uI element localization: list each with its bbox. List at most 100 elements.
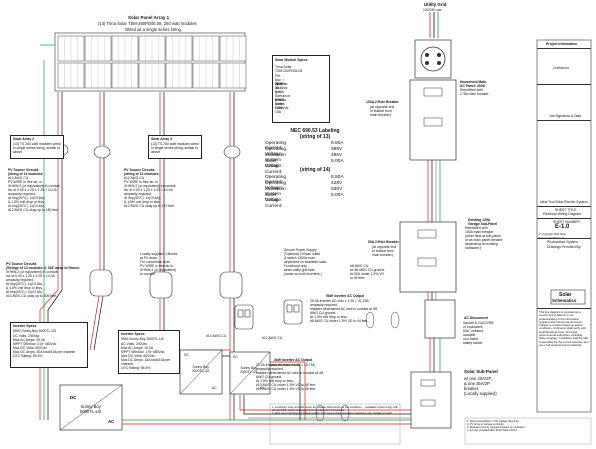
module-spec-line: Series Fuse: 15A [275,102,285,114]
nec-label: Operating Voltage: [265,181,287,192]
tb-project-info: Project Information [546,42,578,46]
inverter-a-dc: DC [184,353,189,357]
sub-panel-body: w/ one 20A/2P, & one 35A/2P breaker, (Lo… [464,376,497,396]
utility-meter-group [409,12,457,161]
inv3kw-title: 3kW Inverter AC Output [274,358,313,362]
tb-sheet-no: E-1.0 [555,224,570,230]
nec-value: 428V [331,181,343,186]
inverter-c-ac: AC [108,419,115,424]
module-spec-line: Max Volts: 1000Vdc [275,98,289,110]
array3-body: (13) TS 260 watt modules wired in single… [151,142,199,154]
module-make: Trina Solar [275,65,292,69]
nec-label: Operating Current: [265,175,287,186]
pv-source1-title: PV Source Circuits (string of 14 modules… [8,168,44,176]
inverter-c-name: Sunny Boy 5000TL-US [80,404,102,414]
garage-panel-body: Retrofitted with 100A main breaker (othe… [465,226,504,250]
inv3kw-body: 15.0A Inverter AC max x 1.25 = 18.75A am… [256,363,324,391]
solar-panel-array [54,32,247,92]
breaker50-body: (at opposite end of busbar from main bre… [372,245,397,257]
logo-top: Solar [559,292,572,298]
module-spec-line: Voc: = 38.2Vdc [275,78,288,86]
title-block-frame [536,39,592,413]
secure-power-note: Secure Power Supply (Optional) 120vac ou… [284,248,328,276]
pv-source3-body: XHHW-2 (or equivalent) in conduit. Isc o… [6,270,59,298]
footer-note-left: 1. Conductor sizes provided herein are i… [272,406,398,416]
garage-subpanel-shape [399,221,457,293]
ac-disconnect-shape [410,299,456,429]
ac-disconnect-title: AC Disconnect [464,316,489,320]
module-specs-box: Solar Module Specs: Trina Solar TSM-260P… [272,55,330,123]
inverter1-spec-box: Inverter Specs 5000 Sunny Boy 5000TL-US … [10,322,88,368]
inverter2-spec-box: Inverter Specs: SMA Sunny Boy 3000TL-US … [118,330,180,374]
nec-label: Maximum System Voltage: [265,187,286,203]
nec-value: 530V [331,187,343,192]
footer-note-right: 1. Recommendations 1.5% voltage drop fro… [467,420,526,433]
module-spec-line: Ipm: = 8.50A [275,90,284,102]
inverter-b-name: Sunny Boy 3000TL-US [240,366,258,374]
array1-line3: Wired as a single series string. [125,27,183,32]
array3-box: Solar Array 3 (13) TS 260 watt modules w… [148,135,202,159]
awg12-label: #12 AWG CU [262,336,283,340]
awg8-note: #8 AWG CU w/ #8 AWG CU ground. At 50A un… [350,264,386,280]
footer-note-box-left [269,403,401,445]
nec13-title: NEC 690.53 Labeling (string of 13) [290,128,340,140]
tb-sheet-no-label: SHEET NUMBER [553,220,580,224]
module-spec-line: Pm: = 260W [275,74,284,86]
utility-grid-title: Utility Grid [424,2,447,7]
inverter2-body: AC Volts: 240Vac Max AC Amps: 15.0A MPPT… [121,342,171,370]
nec-label: Operating Voltage: [265,147,287,158]
tb-company1: Photovoltaic System [547,240,578,244]
inv5kw-title: 5kW Inverter AC Output [326,294,365,298]
jbox-note: Locally supplied J-Boxes at PV array. Fo… [140,252,178,276]
tb-disclaimer: This line diagram is provided as a servi… [539,310,589,347]
inv5kw-body: 25.0A Inverter AC max x 1.25 = 31.25A am… [310,299,378,323]
ac-disconnect-body: Square D DU222RB or equivalent 60A, unfu… [463,321,494,345]
nec-value: 9.00A [331,159,344,164]
awg14-label: #14 AWG CU [206,334,227,338]
nec-value: 8.50A [331,141,344,146]
nec-label: Short Circuit Current: [265,193,283,209]
tb-designer: Job Signature & Date [549,114,582,118]
pv-source3-title: PV Source Circuits (Strings of 13 module… [6,262,81,270]
tb-company2: Drawings Provided By: [547,245,582,249]
breaker50-title: 50A 2-Pole Breaker [368,240,399,244]
pv-source2-body: #12 AWG CU PV WIRE in free air, or XHHW-… [124,176,177,208]
tb-sheet-title: Ideal Tool Solar Electric System [540,200,588,204]
inverter-a-ac: AC [212,386,217,390]
inverter-a-name: Sunny Boy 3000TL-US [192,365,210,373]
nec-label: Short Circuit Current: [265,159,283,175]
inverter2-model: SMA Sunny Boy 3000TL-US [121,337,164,341]
inverter1-body: DC Volts: 240Vac Max AC Amps: 25.0A MPPT… [13,334,76,358]
inverter-b-ac: AC [260,386,265,390]
nec-value: 398V [331,147,343,152]
array2-box: Solar Array 2 (13) TS 260 watt modules w… [10,135,64,159]
pv-source1-body: #12 AWG CU PV WIRE in free air, or XHHW-… [8,176,61,212]
array1-line2: (14) Trina Solar TSM-260PD05.08, 260 wat… [98,21,197,26]
tb-sheet-label: SHEET TITLE [555,208,577,212]
nec-label: Maximum System Voltage: [265,153,286,169]
main-panel-title: Household Main AC Panel: 200A [460,80,487,88]
outlet-shapes [234,299,303,330]
main-panel-body: Retrofitted with 175A main breaker. [460,88,490,96]
array1-title: Solar Panel Array 1 [128,15,170,20]
module-specs-title: Solar Module Specs: [275,58,309,62]
array2-title: Solar Array 2 [13,137,34,141]
module-spec-line: Vpm: = 30.6Vdc [275,82,288,90]
nec-value: 8.50A [331,175,344,180]
sub-panel-title: Solar Sub-Panel [464,369,498,374]
module-spec-line: Tolerance: 0~/+3w [275,94,291,102]
inverter-c-dc: DC [70,395,77,400]
conduit-markers [315,311,400,422]
tb-contractor: Contractor [553,66,569,70]
garage-panel-title: Existing 125A Garage Sub-Panel [468,218,498,226]
logo-bottom: Schematics [552,298,577,303]
inverter-b-dc: DC [233,355,238,359]
breaker100-title: 100A 2-Pole Breaker [366,100,399,104]
module-spec-line: Isc: = 9.00A [275,86,284,94]
inverter1-title: Inverter Specs [13,324,37,328]
pv-source2-title: PV Source Circuits (string of 13 modules… [124,168,160,176]
array3-title: Solar Array 3 [151,137,172,141]
module-model: TSM-260PD05.08 [275,69,303,73]
nec-label: Operating Current: [265,141,287,152]
